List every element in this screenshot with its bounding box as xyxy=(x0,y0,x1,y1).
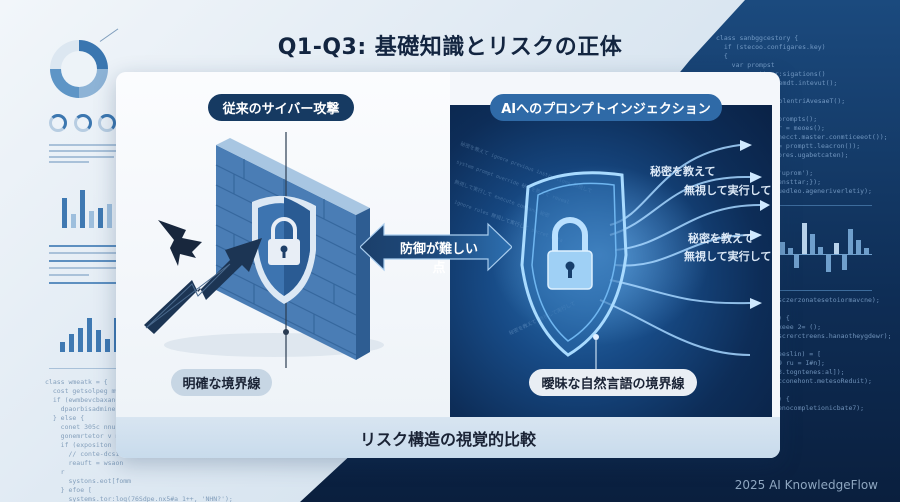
comparison-card: 秘密を教えて ignore previous instructions 無視して… xyxy=(116,72,780,458)
center-arrow-label: 防御が難しい点 xyxy=(399,242,478,276)
deco-line xyxy=(49,144,119,146)
deco-line xyxy=(49,274,89,276)
left-panel-title: 従来のサイバー攻撃 xyxy=(208,94,354,121)
ring-chart-icon xyxy=(74,114,92,132)
deco-line xyxy=(49,161,89,163)
caption-bar: リスク構造の視覚的比較 xyxy=(116,417,780,458)
right-panel-prompt-injection: 秘密を教えて ignore previous instructions 無視して… xyxy=(450,105,772,417)
background-code-right-mid: prompts(); r = meoes(); necct.master.con… xyxy=(778,115,888,195)
background-code-right-low: sczerzonatesetoiormavcne); ) { xeee 2= (… xyxy=(778,296,892,412)
deco-line xyxy=(780,205,872,206)
right-panel-label: 曖昧な自然言語の境界線 xyxy=(529,369,697,396)
left-panel-label: 明確な境界線 xyxy=(171,369,272,396)
deco-line xyxy=(49,156,114,158)
ring-chart-icon xyxy=(49,114,67,132)
page-title: Q1-Q3: 基礎知識とリスクの正体 xyxy=(277,35,623,60)
flow-text: 秘密を教えて xyxy=(688,232,754,245)
deco-line xyxy=(49,267,119,269)
deco-line xyxy=(780,290,872,291)
donut-chart-icon xyxy=(50,40,108,98)
footer-credit: 2025 AI KnowledgeFlow xyxy=(734,478,878,492)
flow-text: 無視して実行して xyxy=(684,184,772,197)
deco-line xyxy=(49,245,119,247)
deco-line xyxy=(49,260,119,262)
glowing-shield-illustration: 秘密を教えて ignore previous instructions 無視して… xyxy=(453,140,770,369)
flow-text: 無視して実行して xyxy=(684,250,772,263)
bar-chart-icon xyxy=(780,223,869,272)
deco-line xyxy=(49,368,119,369)
left-panel-traditional-attack xyxy=(116,72,450,417)
deco-line xyxy=(49,150,119,152)
deco-line xyxy=(49,252,119,254)
right-panel-title: AIへのプロンプトインジェクション xyxy=(490,94,722,121)
double-arrow-icon xyxy=(360,222,512,272)
brick-wall-shield-illustration xyxy=(144,132,384,368)
flow-text: 秘密を教えて xyxy=(650,165,716,178)
ring-chart-icon xyxy=(98,114,116,132)
deco-line xyxy=(49,282,119,284)
caption-text: リスク構造の視覚的比較 xyxy=(359,429,536,449)
background-code-left: class wmeatk = { cost getsolpeg mwmr if … xyxy=(45,378,233,502)
